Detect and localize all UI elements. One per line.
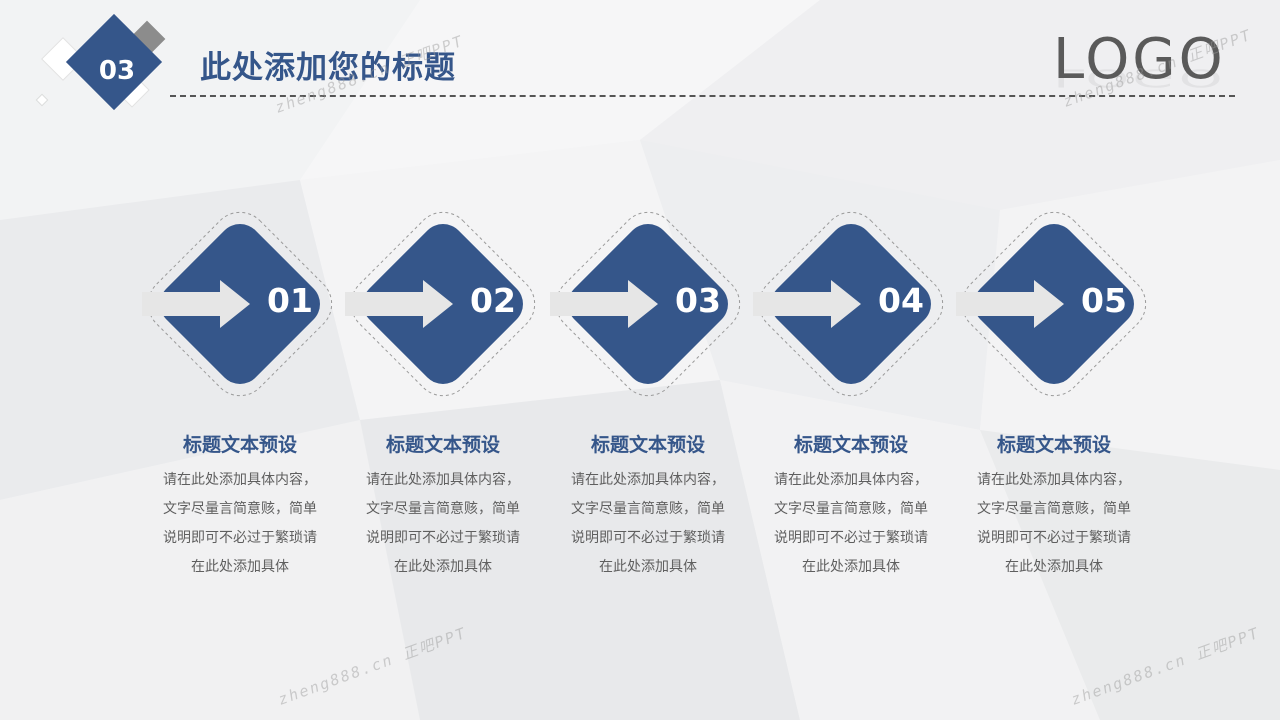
header-divider xyxy=(170,95,1235,97)
step-number: 04 xyxy=(878,281,924,320)
step-3: 03 标题文本预设 请在此处添加具体内容， 文字尽量言简意赅，简单 说明即可不必… xyxy=(530,196,766,575)
step-description: 请在此处添加具体内容， 文字尽量言简意赅，简单 说明即可不必过于繁琐请 在此处添… xyxy=(366,472,520,575)
step-diamond xyxy=(956,211,1147,397)
step-number: 03 xyxy=(675,281,721,320)
step-title: 标题文本预设 xyxy=(793,434,908,456)
step-description: 请在此处添加具体内容， 文字尽量言简意赅，简单 说明即可不必过于繁琐请 在此处添… xyxy=(163,472,317,575)
arrow-icon xyxy=(550,280,658,328)
step-1: 01 标题文本预设 请在此处添加具体内容， 文字尽量言简意赅，简单 说明即可不必… xyxy=(122,196,358,575)
step-4: 04 标题文本预设 请在此处添加具体内容， 文字尽量言简意赅，简单 说明即可不必… xyxy=(733,196,969,575)
step-2: 02 标题文本预设 请在此处添加具体内容， 文字尽量言简意赅，简单 说明即可不必… xyxy=(325,196,561,575)
step-title: 标题文本预设 xyxy=(590,434,705,456)
step-number: 02 xyxy=(470,281,516,320)
step-title: 标题文本预设 xyxy=(385,434,500,456)
page-title: 此处添加您的标题 xyxy=(200,50,456,86)
step-diamond xyxy=(345,211,536,397)
arrow-icon xyxy=(753,280,861,328)
arrow-icon xyxy=(956,280,1064,328)
step-description: 请在此处添加具体内容， 文字尽量言简意赅，简单 说明即可不必过于繁琐请 在此处添… xyxy=(774,472,928,575)
step-diamond xyxy=(753,211,944,397)
section-badge: 03 xyxy=(28,13,168,124)
step-number: 05 xyxy=(1081,281,1127,320)
logo: LOGO xyxy=(1053,27,1226,92)
badge-diamonds xyxy=(35,13,166,111)
arrow-icon xyxy=(142,280,250,328)
step-number: 01 xyxy=(267,281,313,320)
step-title: 标题文本预设 xyxy=(996,434,1111,456)
step-diamond xyxy=(550,211,741,397)
step-5: 05 标题文本预设 请在此处添加具体内容， 文字尽量言简意赅，简单 说明即可不必… xyxy=(936,196,1172,575)
arrow-icon xyxy=(345,280,453,328)
section-number: 03 xyxy=(98,56,136,86)
step-title: 标题文本预设 xyxy=(182,434,297,456)
step-description: 请在此处添加具体内容， 文字尽量言简意赅，简单 说明即可不必过于繁琐请 在此处添… xyxy=(571,472,725,575)
step-diamond xyxy=(142,211,333,397)
step-description: 请在此处添加具体内容， 文字尽量言简意赅，简单 说明即可不必过于繁琐请 在此处添… xyxy=(977,472,1131,575)
